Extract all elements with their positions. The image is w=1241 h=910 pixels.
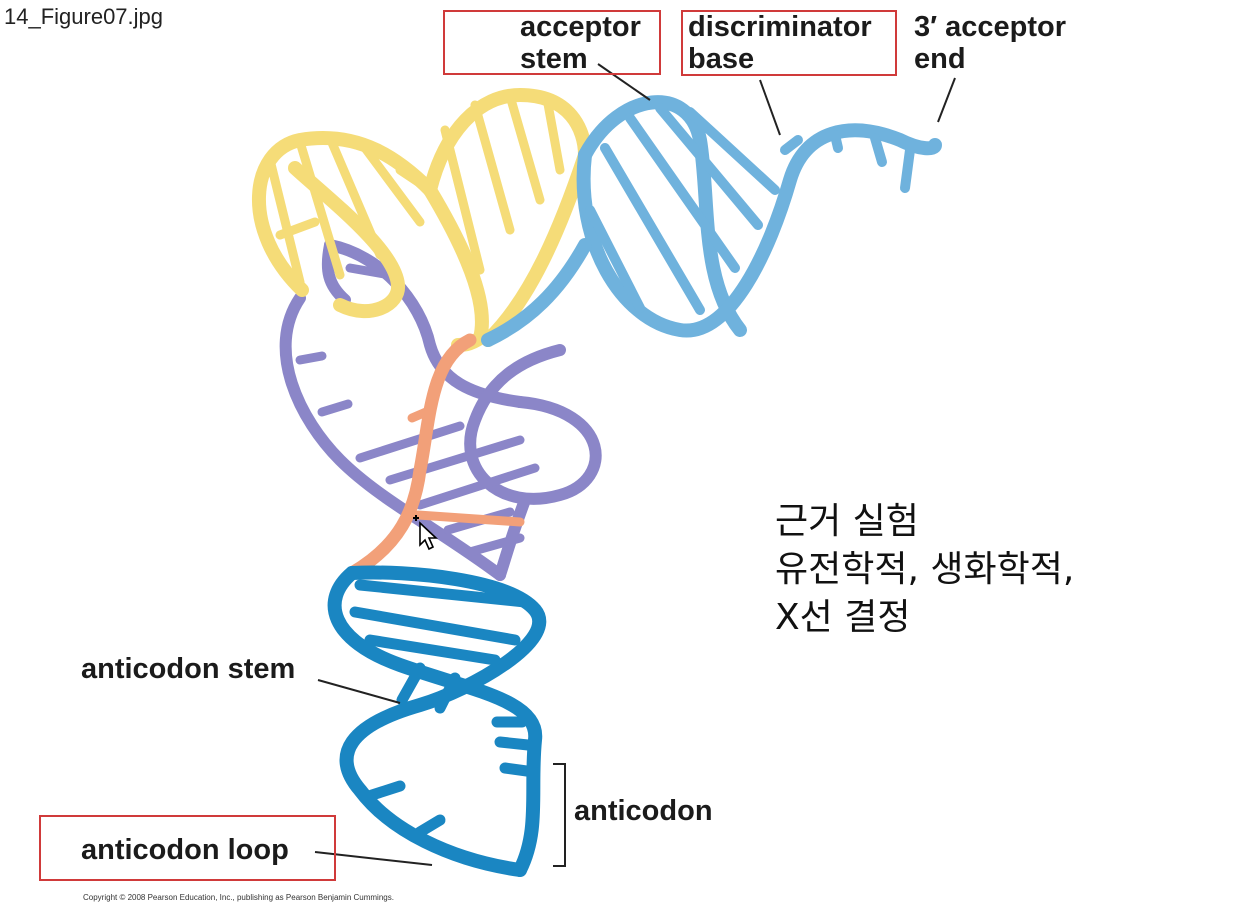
purple-strand (279, 239, 602, 581)
acceptor-stem-box (443, 10, 661, 75)
acceptor-end-line-2: end (914, 43, 966, 75)
acceptor-stem-line-1: acceptor (520, 11, 641, 43)
file-name: 14_Figure07.jpg (4, 4, 164, 29)
anticodon-label: anticodon (574, 795, 713, 827)
annotation-line-2: 유전학적, 생화학적, (775, 549, 1075, 590)
annotation-line-1: 근거 실험 (775, 501, 919, 542)
discriminator-base-box (681, 10, 897, 76)
anticodon-stem-label: anticodon stem (81, 653, 296, 685)
annotation-text: 근거 실험 유전학적, 생화학적, X선 결정 (775, 498, 1074, 642)
discriminator-base-line-1: discriminator (688, 11, 872, 43)
acceptor-end-label: 3′ acceptor end (914, 11, 1066, 75)
dark-blue-rungs (349, 579, 540, 838)
arrow-cursor-icon (413, 515, 439, 551)
yellow-rungs (265, 91, 565, 287)
discriminator-base-line-2: base (688, 43, 755, 75)
anticodon-loop-box (39, 815, 336, 881)
annotation-line-3: X선 결정 (775, 597, 911, 638)
leader-lines (314, 63, 956, 867)
salmon-rungs (407, 407, 525, 527)
acceptor-stem-label: acceptor stem (520, 11, 641, 75)
discriminator-base-label: discriminator base (688, 11, 872, 75)
light-blue-strand (481, 95, 942, 347)
salmon-strand (345, 333, 477, 580)
acceptor-end-line-1: 3′ acceptor (914, 11, 1067, 43)
copyright-notice: Copyright © 2008 Pearson Education, Inc.… (83, 893, 394, 902)
acceptor-stem-line-2: stem (520, 43, 588, 75)
dark-blue-strand (327, 565, 547, 877)
light-blue-rungs (585, 103, 915, 315)
anticodon-loop-label: anticodon loop (81, 834, 289, 866)
purple-rungs (295, 263, 540, 557)
